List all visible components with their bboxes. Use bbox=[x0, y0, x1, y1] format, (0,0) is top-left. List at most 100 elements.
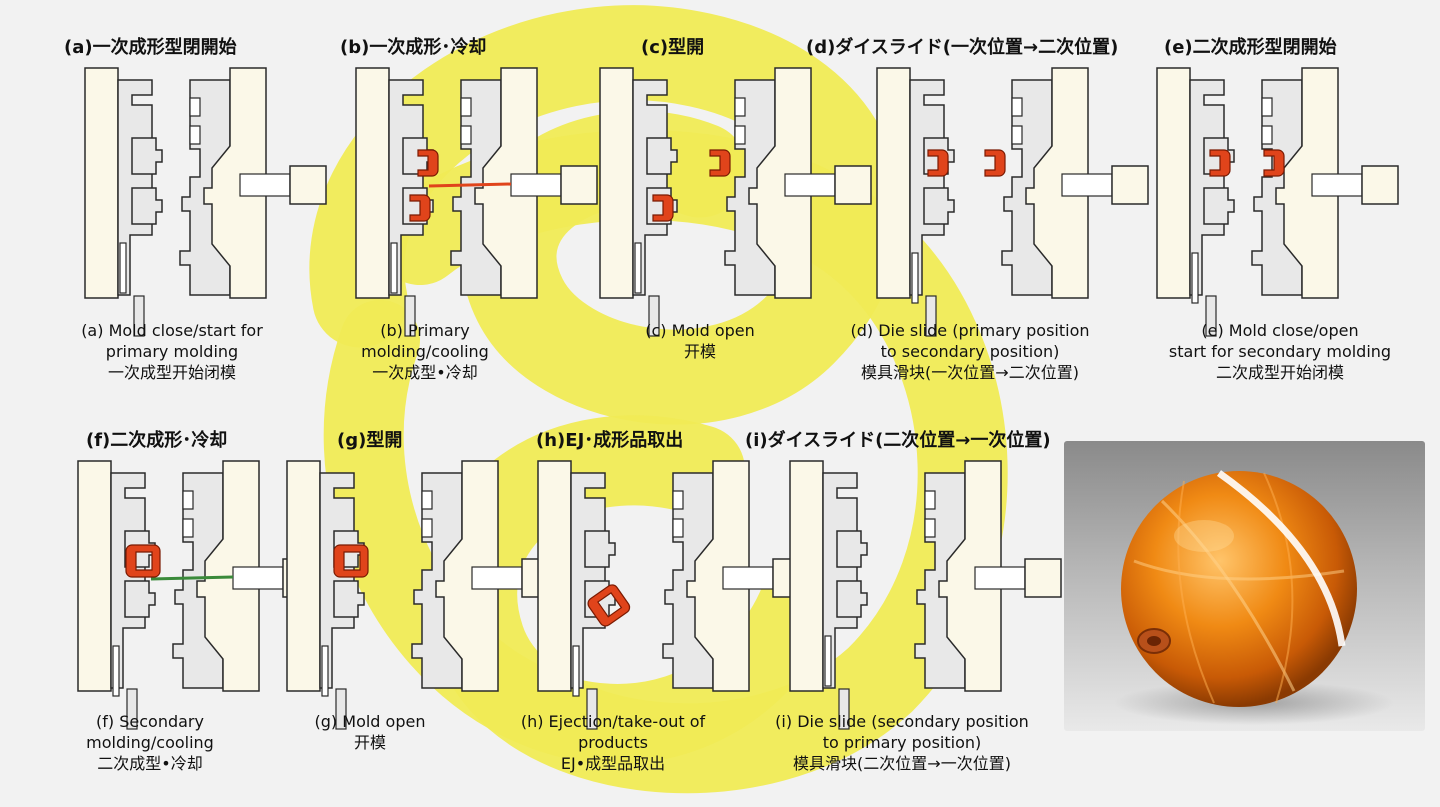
injection-nozzle bbox=[784, 173, 836, 197]
mold-diagram-g bbox=[286, 460, 559, 730]
ejector-pin bbox=[133, 295, 145, 337]
right-platen bbox=[748, 67, 812, 299]
product-photo bbox=[1064, 441, 1425, 731]
left-platen bbox=[77, 460, 112, 692]
ejector-pin bbox=[925, 295, 937, 337]
cavity-recess bbox=[672, 490, 684, 538]
step-h-title: (h)EJ･成形品取出 bbox=[536, 430, 684, 451]
injection-nozzle bbox=[232, 566, 284, 590]
step-c-title: (c)型開 bbox=[641, 37, 705, 58]
molded-part bbox=[1209, 149, 1231, 177]
step-a-title: (a)一次成形型閉開始 bbox=[64, 37, 237, 58]
core-bump-2 bbox=[131, 187, 163, 225]
injection-unit bbox=[560, 165, 598, 205]
core-bump-1 bbox=[584, 530, 616, 568]
step-b-title: (b)一次成形･冷却 bbox=[340, 37, 487, 58]
cavity-recess bbox=[734, 97, 746, 145]
mold-diagram-i bbox=[789, 460, 1062, 730]
injection-nozzle bbox=[1061, 173, 1113, 197]
molded-part-secondary bbox=[333, 544, 369, 578]
left-platen bbox=[789, 460, 824, 692]
ejector-pin bbox=[335, 688, 347, 730]
cavity-recess bbox=[421, 490, 433, 538]
injection-nozzle bbox=[722, 566, 774, 590]
left-platen bbox=[286, 460, 321, 692]
left-platen bbox=[84, 67, 119, 299]
mold-diagram-c bbox=[599, 67, 872, 337]
mold-diagram-a bbox=[84, 67, 327, 337]
slide-rail bbox=[824, 635, 832, 687]
right-platen bbox=[938, 460, 1002, 692]
left-platen bbox=[1156, 67, 1191, 299]
step-f-title: (f)二次成形･冷却 bbox=[86, 430, 228, 451]
cavity-recess bbox=[182, 490, 194, 538]
cavity-recess bbox=[189, 97, 201, 145]
right-platen bbox=[203, 67, 267, 299]
core-bump-2 bbox=[836, 580, 868, 618]
slide-rail bbox=[911, 252, 919, 304]
mold-diagram-d bbox=[876, 67, 1149, 337]
injection-unit bbox=[834, 165, 872, 205]
ejector-pin bbox=[126, 688, 138, 730]
molded-part bbox=[1263, 149, 1285, 177]
slide-rail bbox=[1191, 252, 1199, 304]
step-e-title: (e)二次成形型閉開始 bbox=[1164, 37, 1337, 58]
slide-rail bbox=[119, 242, 127, 294]
mold-diagram-e bbox=[1156, 67, 1399, 337]
molded-part bbox=[409, 194, 431, 222]
left-platen bbox=[537, 460, 572, 692]
right-platen bbox=[686, 460, 750, 692]
injection-unit bbox=[1024, 558, 1062, 598]
injection-nozzle bbox=[974, 566, 1026, 590]
slide-rail bbox=[634, 242, 642, 294]
molded-part bbox=[417, 149, 439, 177]
cavity-recess bbox=[460, 97, 472, 145]
mold-diagram-f bbox=[77, 460, 320, 730]
ejector-pin bbox=[586, 688, 598, 730]
slide-rail bbox=[112, 645, 120, 697]
core-bump-2 bbox=[333, 580, 365, 618]
slide-rail bbox=[321, 645, 329, 697]
injection-nozzle bbox=[239, 173, 291, 197]
molded-part-secondary bbox=[125, 544, 161, 578]
resin-flow bbox=[428, 182, 512, 188]
mold-diagram-b bbox=[355, 67, 598, 337]
step-d-title: (d)ダイスライド(一次位置→二次位置) bbox=[806, 37, 1119, 58]
step-i-title: (i)ダイスライド(二次位置→一次位置) bbox=[745, 430, 1051, 451]
injection-unit bbox=[1111, 165, 1149, 205]
left-platen bbox=[599, 67, 634, 299]
injection-unit bbox=[289, 165, 327, 205]
cavity-recess bbox=[1261, 97, 1273, 145]
core-bump-1 bbox=[646, 137, 678, 175]
molded-part bbox=[709, 149, 731, 177]
core-bump-1 bbox=[131, 137, 163, 175]
ejector-pin bbox=[838, 688, 850, 730]
molded-part bbox=[984, 149, 1006, 177]
molded-part bbox=[927, 149, 949, 177]
right-platen bbox=[435, 460, 499, 692]
slide-rail bbox=[390, 242, 398, 294]
ejector-pin bbox=[1205, 295, 1217, 337]
core-bump-2 bbox=[124, 580, 156, 618]
cavity-recess bbox=[1011, 97, 1023, 145]
resin-flow bbox=[150, 575, 234, 581]
orange-sphere-image bbox=[1114, 470, 1394, 725]
injection-nozzle bbox=[471, 566, 523, 590]
injection-nozzle bbox=[1311, 173, 1363, 197]
injection-nozzle bbox=[510, 173, 562, 197]
slide-rail bbox=[572, 645, 580, 697]
right-platen bbox=[1025, 67, 1089, 299]
core-bump-2 bbox=[923, 187, 955, 225]
molded-part bbox=[652, 194, 674, 222]
